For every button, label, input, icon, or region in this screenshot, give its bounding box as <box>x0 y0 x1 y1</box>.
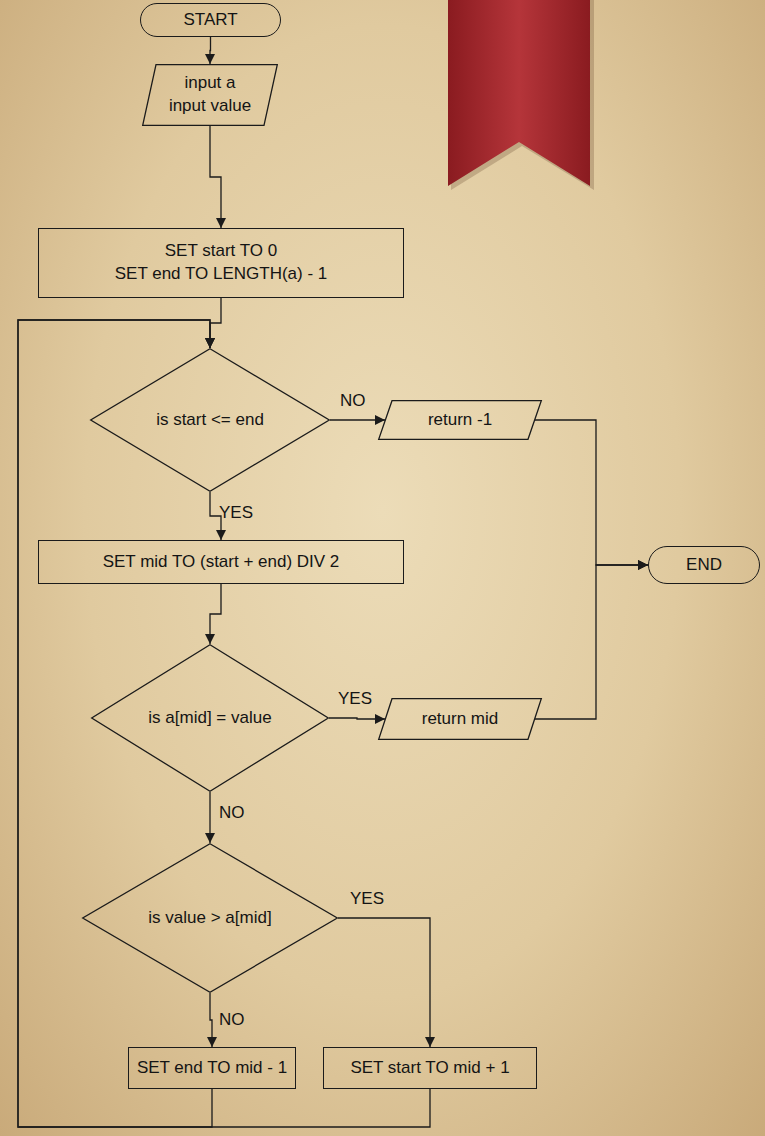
flow-arrow <box>535 420 648 565</box>
flow-arrow <box>210 126 221 228</box>
node-label: START <box>183 9 237 32</box>
node-label: SET end TO LENGTH(a) - 1 <box>115 263 328 286</box>
process-box: SET start TO 0SET end TO LENGTH(a) - 1 <box>38 228 404 298</box>
node-text-group: input ainput value <box>169 72 251 118</box>
outline-path <box>92 645 329 792</box>
branch-label: NO <box>219 1011 245 1030</box>
ribbon <box>448 0 590 186</box>
flow-arrow <box>210 298 221 348</box>
node-label: SET mid TO (start + end) DIV 2 <box>103 551 340 574</box>
process-box: SET mid TO (start + end) DIV 2 <box>38 540 404 584</box>
io-parallelogram: return -1 <box>378 400 542 440</box>
flow-arrow <box>210 584 221 644</box>
node-text-group: SET end TO mid - 1 <box>137 1057 287 1080</box>
branch-label: NO <box>219 804 245 823</box>
outline-path <box>91 349 330 492</box>
outline-path <box>143 65 278 126</box>
node-text-group: is start <= end <box>156 409 264 432</box>
node-label: SET start TO 0 <box>115 240 328 263</box>
flow-arrow <box>210 993 212 1047</box>
terminal-pill: START <box>140 3 281 37</box>
flow-arrow <box>330 419 385 420</box>
decision-diamond: is a[mid] = value <box>91 644 329 792</box>
node-label: is value > a[mid] <box>148 907 271 930</box>
node-label: input a <box>169 72 251 95</box>
node-label: SET start TO mid + 1 <box>350 1057 509 1080</box>
node-text-group: is a[mid] = value <box>148 707 271 730</box>
node-label: is start <= end <box>156 409 264 432</box>
node-label: return -1 <box>428 409 492 432</box>
node-text-group: SET start TO mid + 1 <box>350 1057 509 1080</box>
node-text-group: return mid <box>422 708 499 731</box>
process-box: SET end TO mid - 1 <box>128 1047 296 1089</box>
terminal-pill: END <box>648 546 760 584</box>
node-label: input value <box>169 95 251 118</box>
process-box: SET start TO mid + 1 <box>323 1047 537 1089</box>
node-label: END <box>686 554 722 577</box>
outline-path <box>379 699 542 740</box>
node-text-group: SET start TO 0SET end TO LENGTH(a) - 1 <box>115 240 328 286</box>
flow-arrow <box>535 565 648 719</box>
io-parallelogram: return mid <box>378 698 542 740</box>
node-text-group: return -1 <box>428 409 492 432</box>
branch-label: YES <box>338 690 372 709</box>
outline-path <box>379 401 542 440</box>
flow-arrow <box>209 792 210 843</box>
node-text-group: SET mid TO (start + end) DIV 2 <box>103 551 340 574</box>
flow-arrow <box>209 37 211 64</box>
io-parallelogram: input ainput value <box>142 64 278 126</box>
decision-diamond: is start <= end <box>90 348 330 492</box>
outline-path <box>83 844 338 993</box>
node-text-group: START <box>183 9 237 32</box>
node-label: SET end TO mid - 1 <box>137 1057 287 1080</box>
flow-arrow <box>18 320 430 1127</box>
node-text-group: is value > a[mid] <box>148 907 271 930</box>
decision-diamond: is value > a[mid] <box>82 843 338 993</box>
branch-label: YES <box>219 504 253 523</box>
flow-arrow <box>329 718 385 719</box>
branch-label: NO <box>340 392 366 411</box>
branch-label: YES <box>350 890 384 909</box>
node-label: return mid <box>422 708 499 731</box>
node-label: is a[mid] = value <box>148 707 271 730</box>
flow-arrow <box>338 918 430 1047</box>
node-text-group: END <box>686 554 722 577</box>
